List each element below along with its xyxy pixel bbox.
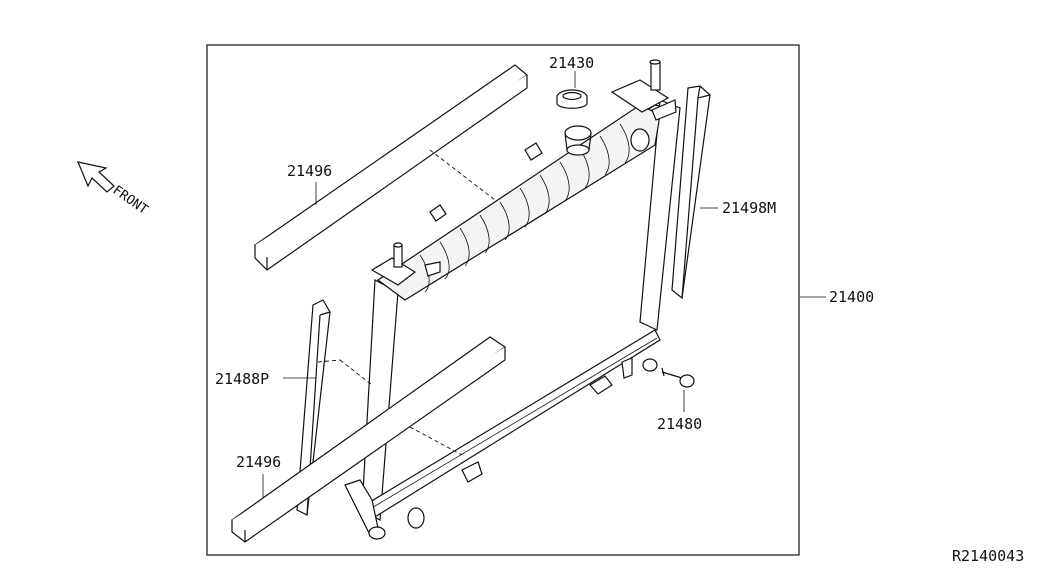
right-seal-21498M <box>671 85 711 300</box>
dash-lower-seal <box>409 426 463 456</box>
dash-left-seal-b <box>339 359 373 386</box>
upper-mount-left <box>370 242 441 286</box>
top-tank <box>376 104 661 301</box>
label-right-seal-21498M: 21498M <box>722 199 776 217</box>
label-lower-seal-21496: 21496 <box>236 453 281 471</box>
label-bolt-21480: 21480 <box>657 415 702 433</box>
front-arrow-icon <box>77 161 115 193</box>
diagram-frame <box>206 44 800 556</box>
label-upper-seal-21496: 21496 <box>287 162 332 180</box>
dash-upper-seal <box>429 149 496 201</box>
bolt-21480 <box>661 367 695 388</box>
upper-seal-21496 <box>254 64 528 271</box>
lower-seal-21496 <box>230 336 507 543</box>
lower-fittings <box>344 357 658 540</box>
radiator-core <box>360 99 681 521</box>
label-left-seal-21488P: 21488P <box>215 370 269 388</box>
dash-left-seal-a <box>317 359 341 363</box>
radiator-cap-21430 <box>556 89 588 109</box>
label-radiator-assembly-21400: 21400 <box>829 288 874 306</box>
reference-code: R2140043 <box>952 547 1024 565</box>
upper-mount-right <box>610 59 677 121</box>
label-cap-21430: 21430 <box>549 54 594 72</box>
front-label: FRONT <box>110 183 151 218</box>
